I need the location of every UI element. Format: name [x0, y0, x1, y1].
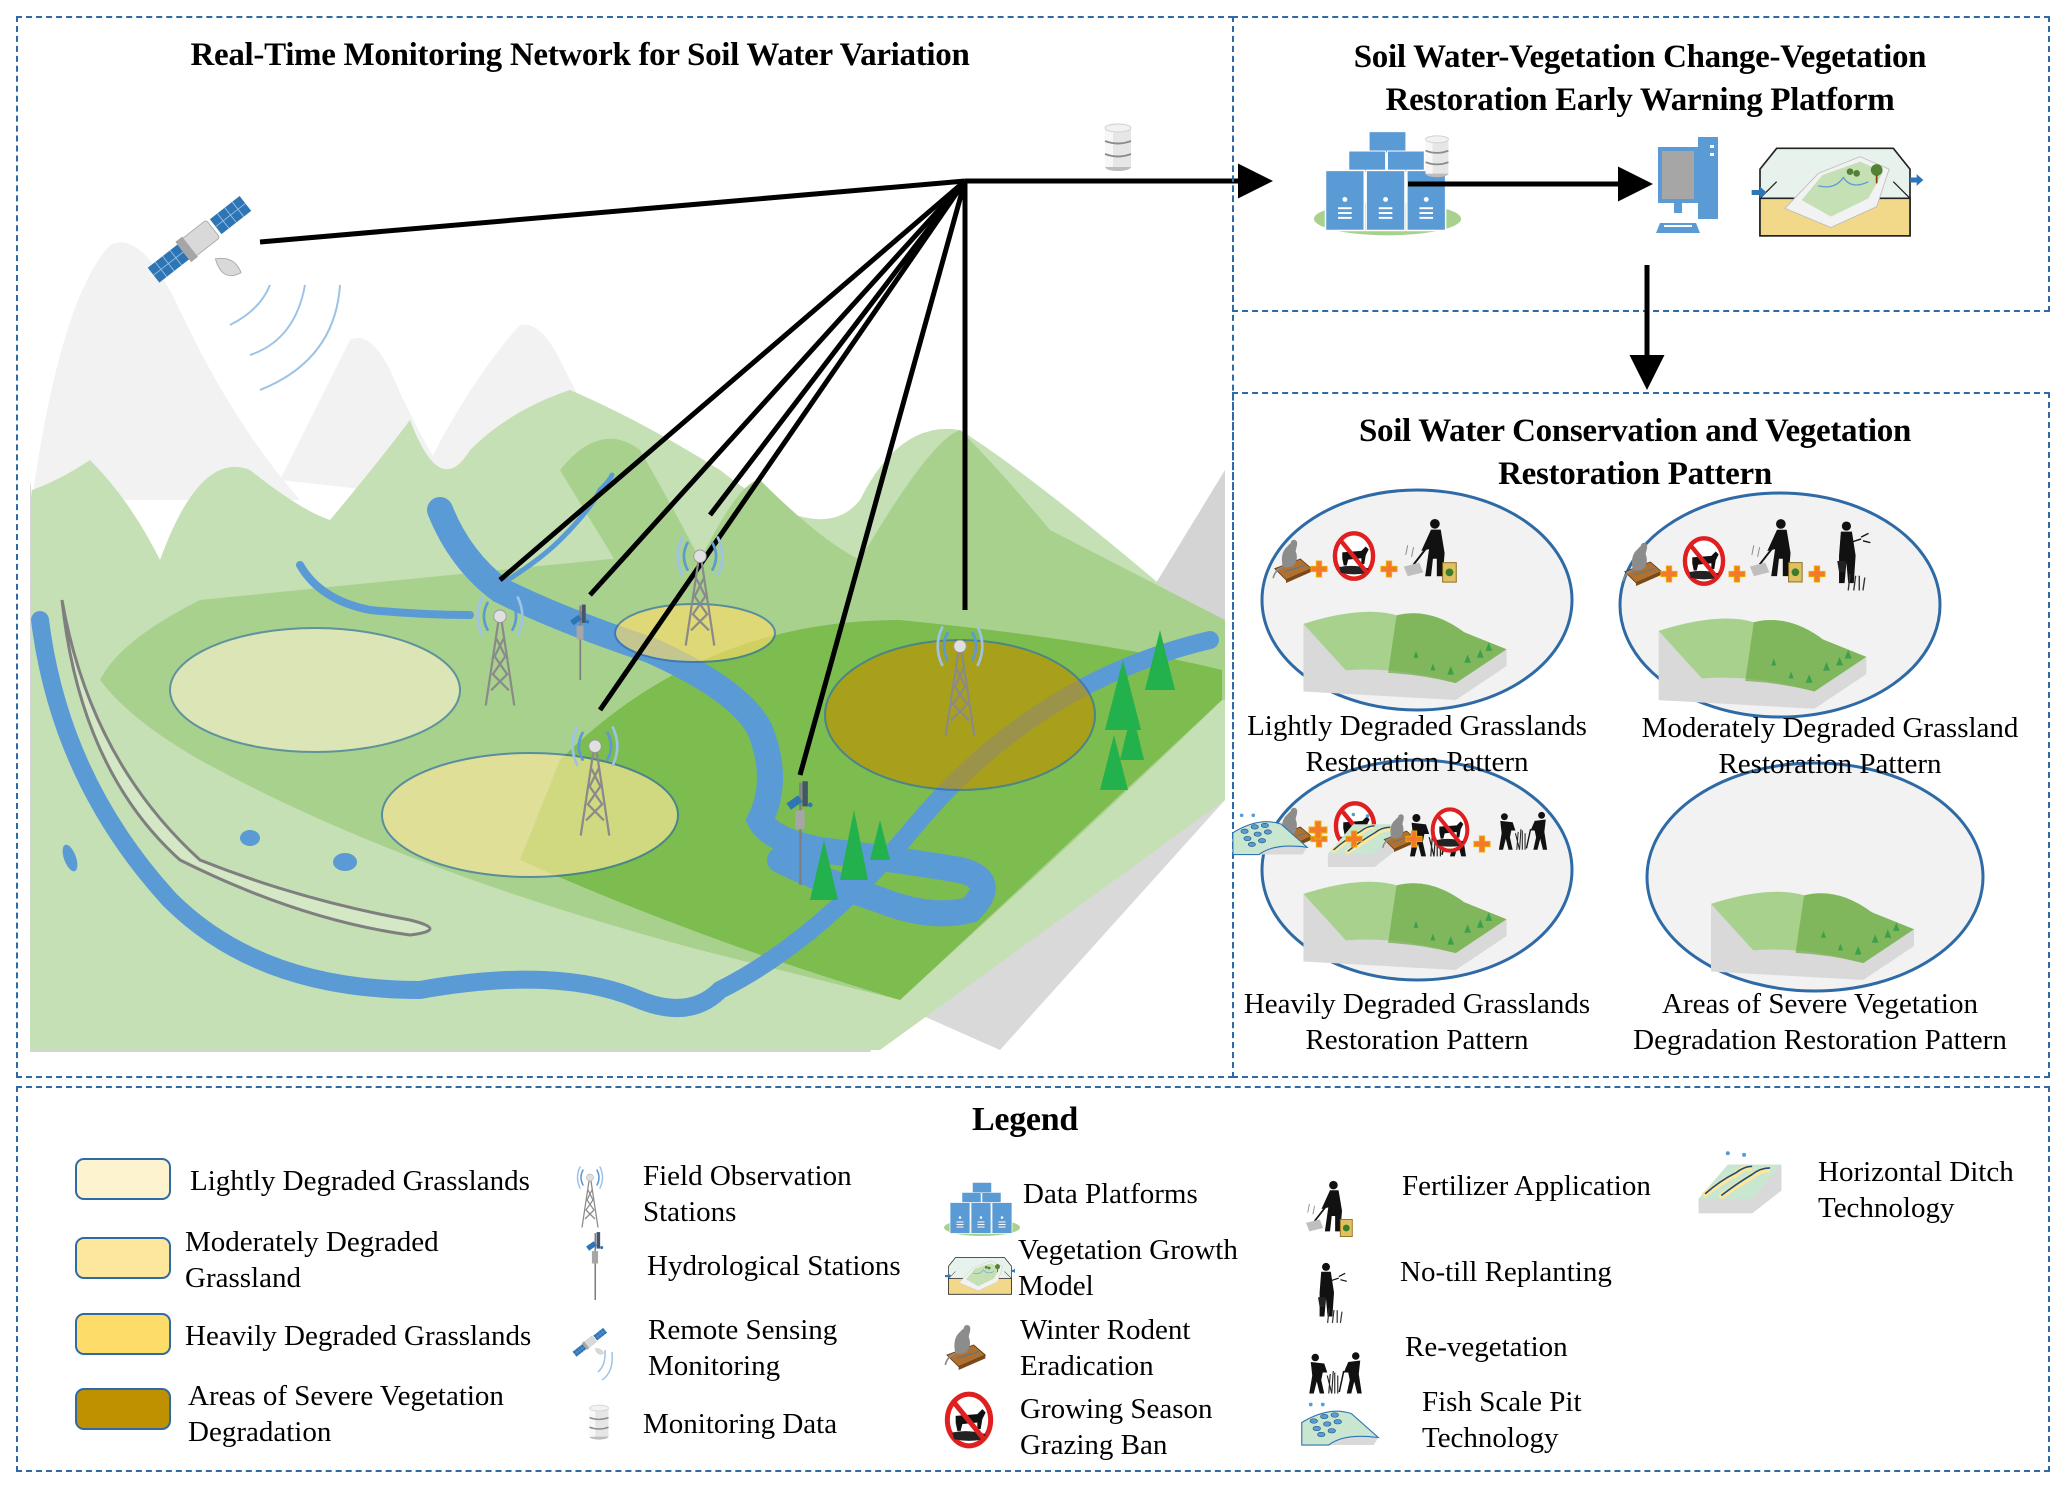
monitoring-data-icon	[1104, 123, 1132, 172]
legend-moderately-degraded-line2: Grassland	[185, 1262, 301, 1294]
legend-severe-degradation-line1: Areas of Severe Vegetation	[188, 1380, 504, 1412]
remote-sensing-icon	[571, 1326, 608, 1358]
pattern-4-caption-line2: Degradation Restoration Pattern	[1633, 1024, 2007, 1056]
outer-river	[31, 611, 1219, 1017]
satellite-icon	[145, 192, 254, 286]
vegetation-growth-model-icon	[945, 1257, 1015, 1295]
restoration-title-line2: Restoration Pattern	[1498, 456, 1772, 492]
grazing-ban-icon	[1685, 538, 1723, 583]
mountain-snowy-left	[32, 242, 300, 500]
winter-rodent-eradication-icon	[944, 1324, 987, 1370]
pattern-1-caption-line2: Restoration Pattern	[1305, 746, 1529, 778]
restoration-title-line1: Soil Water Conservation and Vegetation	[1358, 413, 1912, 449]
legend-vegetation-model-line2: Model	[1018, 1270, 1094, 1302]
legend-vegetation-model-line1: Vegetation Growth	[1018, 1234, 1238, 1266]
signal-lines	[259, 178, 968, 776]
legend-grazing-ban-line2: Grazing Ban	[1020, 1429, 1168, 1461]
legend-field-observation-line2: Stations	[643, 1196, 737, 1228]
pattern-severe-degradation	[1232, 761, 1985, 993]
early-warning-panel	[1232, 16, 2050, 312]
computer-icon	[1656, 137, 1718, 233]
pattern-moderately-degraded	[1618, 491, 1942, 719]
satellite-signal-icon	[229, 284, 341, 391]
restoration-patterns	[1232, 488, 1985, 993]
tributary-upper	[497, 472, 615, 588]
legend-icons	[571, 1080, 2067, 1488]
legend-heavily-degraded-label: Heavily Degraded Grasslands	[185, 1320, 532, 1352]
pattern-4-caption-line1: Areas of Severe Vegetation	[1662, 988, 1978, 1020]
pattern-3-caption-line1: Heavily Degraded Grasslands	[1243, 988, 1591, 1020]
pattern-3-caption-line2: Restoration Pattern	[1305, 1024, 1529, 1056]
monitoring-network-title: Real-Time Monitoring Network for Soil Wa…	[190, 37, 970, 73]
tributary-left	[296, 561, 474, 619]
legend-moderately-degraded-line1: Moderately Degraded	[185, 1226, 439, 1258]
platform-flow	[1312, 130, 1925, 390]
legend-lightly-degraded-label: Lightly Degraded Grasslands	[190, 1165, 530, 1197]
legend-field-observation-line1: Field Observation	[643, 1160, 852, 1192]
monitoring-data-icon	[1424, 134, 1450, 178]
hydrological-station-icon	[586, 1232, 604, 1300]
zone-moderately-degraded	[381, 752, 679, 878]
zone-heavily-degraded	[614, 603, 776, 663]
legend-horizontal-ditch-line1: Horizontal Ditch	[1818, 1156, 2014, 1188]
remote-sensing-signal-icon	[597, 1349, 614, 1381]
vegetation-growth-model-icon	[1750, 147, 1925, 237]
pattern-2-caption-line2: Restoration Pattern	[1718, 748, 1942, 780]
legend-remote-sensing-line2: Monitoring	[648, 1350, 781, 1382]
pattern-1-caption-line1: Lightly Degraded Grasslands	[1247, 710, 1587, 742]
landscape-illustration	[30, 123, 1273, 1052]
swatch-lightly-degraded	[75, 1158, 171, 1200]
re-vegetation-icon	[1308, 1351, 1363, 1395]
grazing-ban-icon	[947, 1394, 990, 1446]
legend-severe-degradation-line2: Degradation	[188, 1416, 332, 1448]
no-till-replanting-icon	[1317, 1262, 1348, 1324]
legend-panel	[16, 1086, 2050, 1472]
early-warning-title-line1: Soil Water-Vegetation Change-Vegetation	[1353, 39, 1927, 75]
legend-grazing-ban-line1: Growing Season	[1020, 1393, 1213, 1425]
restoration-panel	[1232, 392, 2050, 1078]
fish-scale-pit-icon	[1301, 1401, 1379, 1446]
data-platform-icon	[943, 1182, 1021, 1237]
swatch-heavily-degraded	[75, 1313, 171, 1355]
legend-horizontal-ditch-line2: Technology	[1818, 1192, 1955, 1224]
pattern-heavily-degraded	[1260, 758, 1574, 982]
grazing-ban-icon	[1335, 533, 1373, 578]
legend-hydrological-label: Hydrological Stations	[647, 1250, 901, 1282]
legend-data-platforms-label: Data Platforms	[1023, 1178, 1198, 1210]
legend-fish-scale-line2: Technology	[1422, 1422, 1559, 1454]
monitoring-data-icon	[588, 1404, 610, 1441]
pattern-2-caption-line1: Moderately Degraded Grassland	[1641, 712, 2019, 744]
legend-fertilizer-label: Fertilizer Application	[1402, 1170, 1651, 1202]
legend-no-till-label: No-till Replanting	[1400, 1256, 1612, 1288]
swatch-severe-degradation	[75, 1388, 171, 1430]
early-warning-title-line2: Restoration Early Warning Platform	[1385, 82, 1895, 118]
pattern-lightly-degraded	[1260, 488, 1574, 712]
legend-re-vegetation-label: Re-vegetation	[1405, 1331, 1568, 1363]
main-river	[427, 497, 996, 927]
zone-severe-degradation	[824, 639, 1096, 791]
trees	[810, 630, 1175, 900]
grazing-ban-icon	[1433, 809, 1468, 850]
legend-title: Legend	[972, 1101, 1078, 1138]
fertilizer-application-icon	[1305, 1180, 1354, 1238]
floodplain	[60, 599, 432, 937]
legend-remote-sensing-line1: Remote Sensing	[648, 1314, 838, 1346]
legend-fish-scale-line1: Fish Scale Pit	[1422, 1386, 1582, 1418]
horizontal-ditch-icon	[1699, 1151, 1782, 1213]
field-observation-station-icon	[576, 1166, 604, 1229]
zone-lightly-degraded	[169, 627, 461, 753]
legend-rodent-line1: Winter Rodent	[1020, 1314, 1191, 1346]
legend-rodent-line2: Eradication	[1020, 1350, 1154, 1382]
swatch-moderately-degraded	[75, 1237, 171, 1279]
legend-monitoring-data-label: Monitoring Data	[643, 1408, 838, 1440]
